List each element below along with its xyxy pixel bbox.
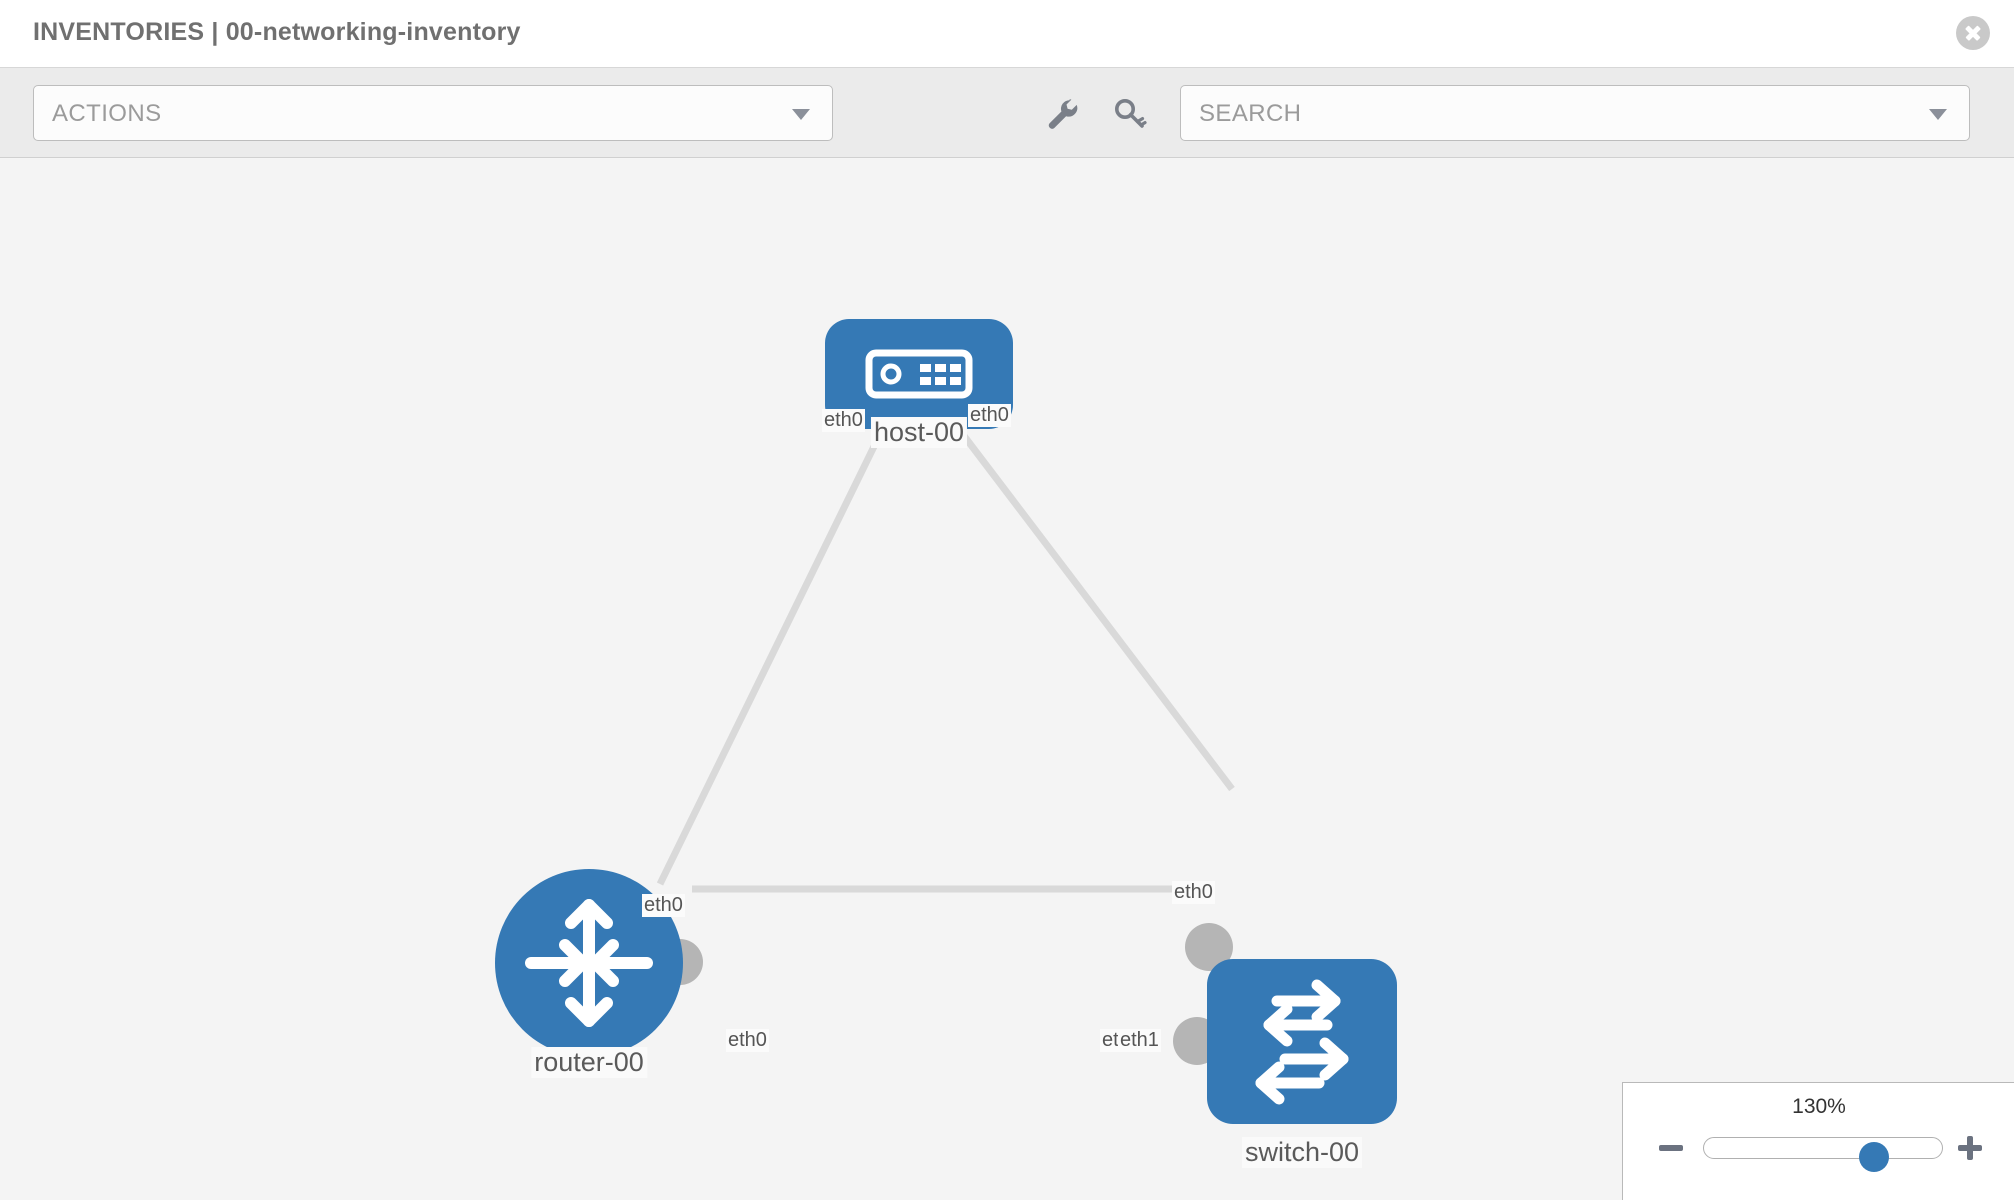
zoom-slider-track[interactable] xyxy=(1703,1137,1943,1172)
search-placeholder: SEARCH xyxy=(1199,100,1302,127)
wrench-icon[interactable] xyxy=(1044,96,1080,132)
plus-icon[interactable] xyxy=(1955,1133,1985,1163)
title-bar: INVENTORIES | 00-networking-inventory xyxy=(0,0,2014,68)
toolbar: ACTIONS SEARCH xyxy=(0,68,2014,158)
zoom-control-panel: 130% xyxy=(1622,1082,2014,1200)
server-icon xyxy=(865,349,973,399)
port-label-router-up: eth0 xyxy=(642,894,685,917)
node-switch-00-shape[interactable] xyxy=(1207,959,1397,1124)
key-icon[interactable] xyxy=(1112,96,1148,132)
minus-icon[interactable] xyxy=(1656,1133,1686,1163)
page-title: INVENTORIES | 00-networking-inventory xyxy=(33,18,521,46)
port-label-host-left: eth0 xyxy=(822,409,865,432)
zoom-level-value: 130% xyxy=(1792,1095,1846,1118)
node-router-00-label: router-00 xyxy=(531,1047,647,1078)
node-switch-00-label: switch-00 xyxy=(1241,1137,1363,1168)
port-label-router-right: eth0 xyxy=(726,1029,769,1052)
actions-dropdown[interactable]: ACTIONS xyxy=(33,85,833,141)
port-label-switch-up: eth0 xyxy=(1172,881,1215,904)
search-input[interactable]: SEARCH xyxy=(1180,85,1970,141)
close-icon[interactable] xyxy=(1956,16,1990,50)
actions-dropdown-label: ACTIONS xyxy=(52,100,162,127)
chevron-down-icon[interactable] xyxy=(1929,109,1947,120)
edge-host-switch xyxy=(952,421,1235,792)
port-label-switch-left-b: eth1 xyxy=(1118,1029,1161,1052)
chevron-down-icon xyxy=(792,109,810,120)
edge-host-router xyxy=(656,422,889,886)
zoom-slider-row xyxy=(1623,1129,2014,1172)
port-label-host-right: eth0 xyxy=(968,404,1011,427)
switch-arrows-icon xyxy=(1255,979,1349,1105)
router-arrows-icon xyxy=(525,899,653,1027)
topology-canvas[interactable]: host-00 eth0 eth0 xyxy=(0,159,2014,1200)
zoom-slider-thumb[interactable] xyxy=(1859,1142,1889,1172)
node-host-00-label: host-00 xyxy=(870,417,968,448)
topology-edges xyxy=(656,421,1235,893)
